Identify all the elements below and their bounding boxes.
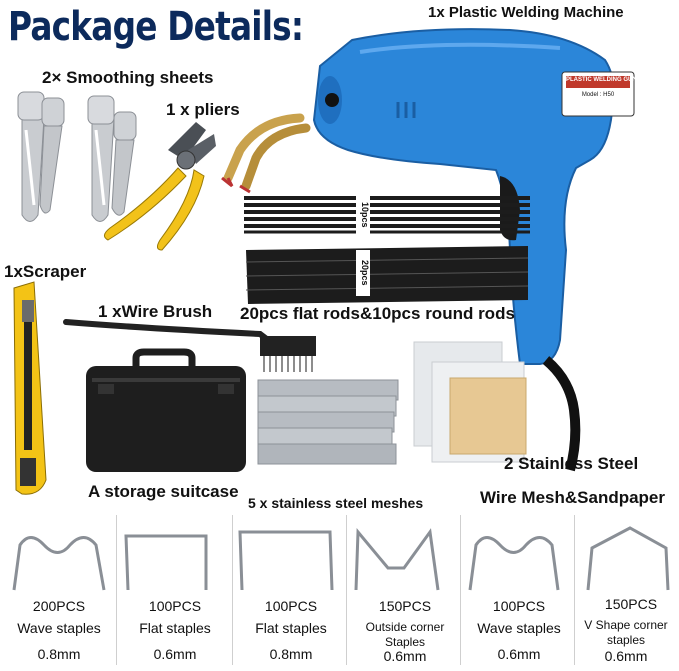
label-wire-brush: 1 xWire Brush bbox=[98, 302, 213, 321]
label-rods: 20pcs flat rods&10pcs round rods bbox=[240, 304, 515, 323]
divider bbox=[574, 515, 575, 665]
divider bbox=[460, 515, 461, 665]
corner-staple bbox=[354, 528, 440, 591]
wire-brush bbox=[63, 319, 316, 372]
scraper bbox=[13, 281, 47, 495]
staple-name: Wave staples bbox=[17, 620, 101, 636]
label-smoothing-sheets: 2× Smoothing sheets bbox=[42, 68, 214, 87]
stainless-meshes bbox=[257, 379, 399, 465]
divider bbox=[232, 515, 233, 665]
round-rods bbox=[244, 193, 530, 237]
welding-gun bbox=[312, 28, 635, 472]
flat-rods bbox=[245, 246, 529, 304]
flat-staple-2 bbox=[238, 530, 334, 591]
label-suitcase: A storage suitcase bbox=[88, 482, 239, 501]
staple-size: 0.6mm bbox=[383, 648, 427, 664]
gun-plate-model: Model : H50 bbox=[581, 92, 615, 98]
smoothing-sheets bbox=[17, 91, 137, 222]
staple-qty: 150PCS bbox=[604, 596, 658, 612]
heating-tips bbox=[221, 113, 311, 194]
divider bbox=[346, 515, 347, 665]
flat-staple-1 bbox=[124, 534, 208, 591]
staple-name: Flat staples bbox=[139, 620, 211, 636]
staple-name: Outside corner Staples bbox=[365, 620, 445, 649]
staple-name: Wave staples bbox=[477, 620, 561, 636]
staple-size: 0.8mm bbox=[269, 646, 313, 662]
staple-name: V Shape corner staples bbox=[584, 618, 668, 647]
staple-qty: 150PCS bbox=[378, 598, 432, 614]
wave-staple-2 bbox=[468, 536, 560, 591]
staple-qty: 100PCS bbox=[264, 598, 318, 614]
staple-size: 0.8mm bbox=[37, 646, 81, 662]
plastic-rods bbox=[244, 193, 530, 304]
label-welding-machine: 1x Plastic Welding Machine bbox=[428, 4, 624, 21]
staple-name: Flat staples bbox=[255, 620, 327, 636]
staple-drawings bbox=[12, 526, 670, 591]
v-staple bbox=[586, 526, 670, 591]
label-meshes: 5 x stainless steel meshes bbox=[248, 495, 424, 511]
mesh-and-sandpaper bbox=[413, 341, 527, 463]
staple-qty: 200PCS bbox=[32, 598, 86, 614]
staple-qty: 100PCS bbox=[148, 598, 202, 614]
round-rods-tag: 10pcs bbox=[360, 202, 370, 228]
flat-rods-tag: 20pcs bbox=[360, 260, 370, 286]
staple-size: 0.6mm bbox=[153, 646, 197, 662]
divider bbox=[116, 515, 117, 665]
gun-plate-title: PLASTIC WELDING GUN bbox=[566, 77, 637, 83]
label-pliers: 1 x pliers bbox=[166, 100, 240, 119]
wave-staple-1 bbox=[12, 536, 106, 591]
staple-qty: 100PCS bbox=[492, 598, 546, 614]
pliers bbox=[104, 122, 216, 251]
label-stainless-line2: Wire Mesh&Sandpaper bbox=[480, 488, 665, 507]
storage-suitcase bbox=[86, 348, 246, 472]
label-scraper: 1xScraper bbox=[4, 262, 87, 281]
page-title: Package Details: bbox=[8, 4, 304, 50]
label-stainless-line1: 2 Stainless Steel bbox=[504, 454, 639, 473]
staple-size: 0.6mm bbox=[497, 646, 541, 662]
staple-size: 0.6mm bbox=[604, 648, 648, 664]
